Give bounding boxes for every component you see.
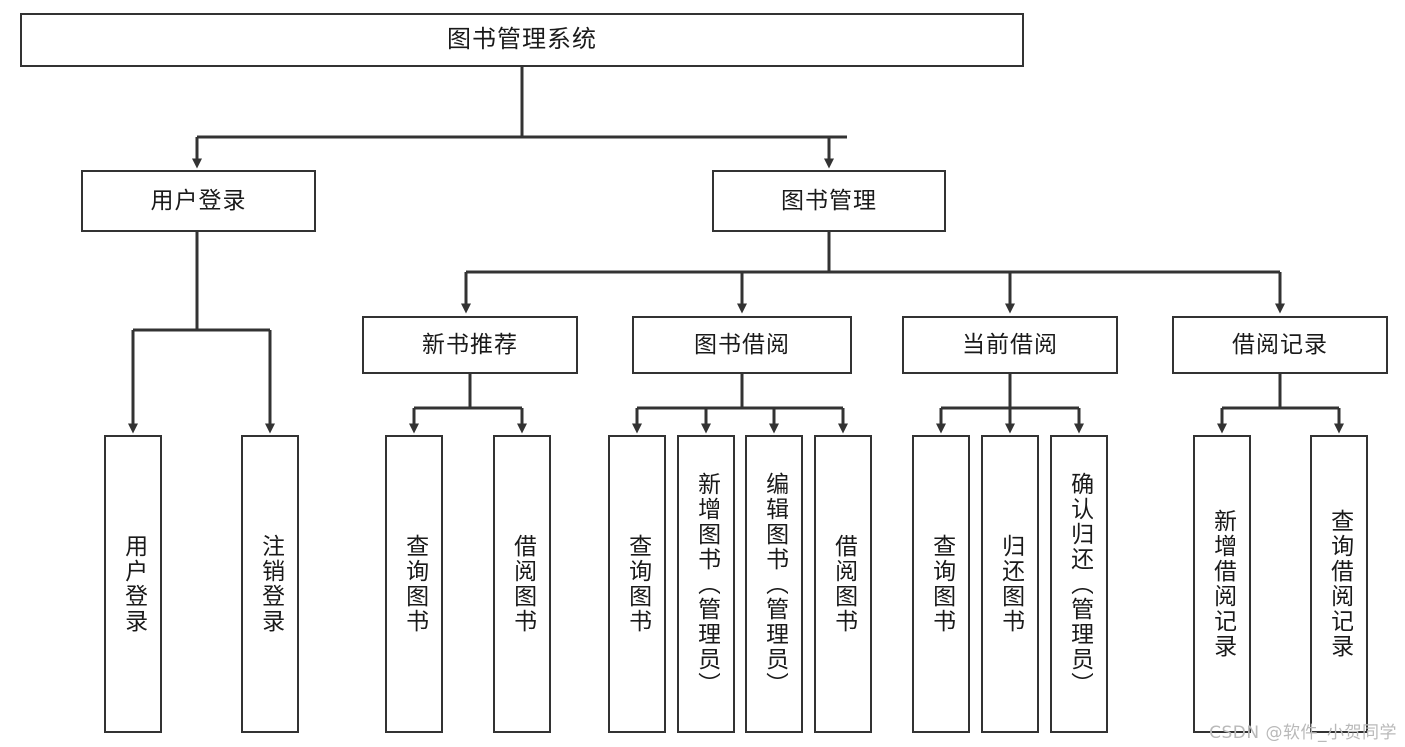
node-label: 查询图书 [401, 534, 428, 634]
node-leaf-user-logout[interactable]: 注销登录 [241, 435, 299, 733]
node-leaf-confirm-return[interactable]: 确认归还（管理员） [1050, 435, 1108, 733]
node-label: 新书推荐 [422, 331, 518, 358]
node-label: 新增图书（管理员） [693, 471, 720, 697]
node-label: 归还图书 [997, 534, 1024, 634]
node-label: 图书管理系统 [447, 25, 597, 54]
node-label: 当前借阅 [962, 331, 1058, 358]
node-leaf-add-record[interactable]: 新增借阅记录 [1193, 435, 1251, 733]
node-label: 注销登录 [257, 534, 284, 634]
node-leaf-return-book[interactable]: 归还图书 [981, 435, 1039, 733]
watermark: CSDN @软件_小贺同学 [1209, 723, 1397, 743]
node-new-book-recommend[interactable]: 新书推荐 [362, 316, 578, 374]
node-label: 用户登录 [150, 187, 247, 214]
node-leaf-query-book-3[interactable]: 查询图书 [912, 435, 970, 733]
node-label: 查询借阅记录 [1326, 509, 1353, 659]
node-leaf-add-book[interactable]: 新增图书（管理员） [677, 435, 735, 733]
node-leaf-query-book-2[interactable]: 查询图书 [608, 435, 666, 733]
node-leaf-borrow-book-2[interactable]: 借阅图书 [814, 435, 872, 733]
node-leaf-edit-book[interactable]: 编辑图书（管理员） [745, 435, 803, 733]
node-label: 图书借阅 [694, 331, 790, 358]
node-current-borrow[interactable]: 当前借阅 [902, 316, 1118, 374]
node-label: 图书管理 [781, 187, 877, 214]
node-label: 查询图书 [928, 534, 955, 634]
node-user-login[interactable]: 用户登录 [81, 170, 316, 232]
node-label: 查询图书 [624, 534, 651, 634]
node-leaf-borrow-book-1[interactable]: 借阅图书 [493, 435, 551, 733]
node-label: 借阅图书 [830, 534, 857, 634]
node-label: 确认归还（管理员） [1066, 471, 1093, 697]
node-label: 新增借阅记录 [1209, 509, 1236, 659]
node-label: 借阅图书 [509, 534, 536, 634]
node-borrow-record[interactable]: 借阅记录 [1172, 316, 1388, 374]
node-label: 编辑图书（管理员） [761, 471, 788, 697]
node-leaf-query-book-1[interactable]: 查询图书 [385, 435, 443, 733]
node-leaf-user-login[interactable]: 用户登录 [104, 435, 162, 733]
node-leaf-query-record[interactable]: 查询借阅记录 [1310, 435, 1368, 733]
node-label: 借阅记录 [1232, 331, 1328, 358]
node-book-borrow[interactable]: 图书借阅 [632, 316, 852, 374]
node-root-system[interactable]: 图书管理系统 [20, 13, 1024, 67]
node-label: 用户登录 [120, 534, 147, 634]
node-book-management[interactable]: 图书管理 [712, 170, 946, 232]
